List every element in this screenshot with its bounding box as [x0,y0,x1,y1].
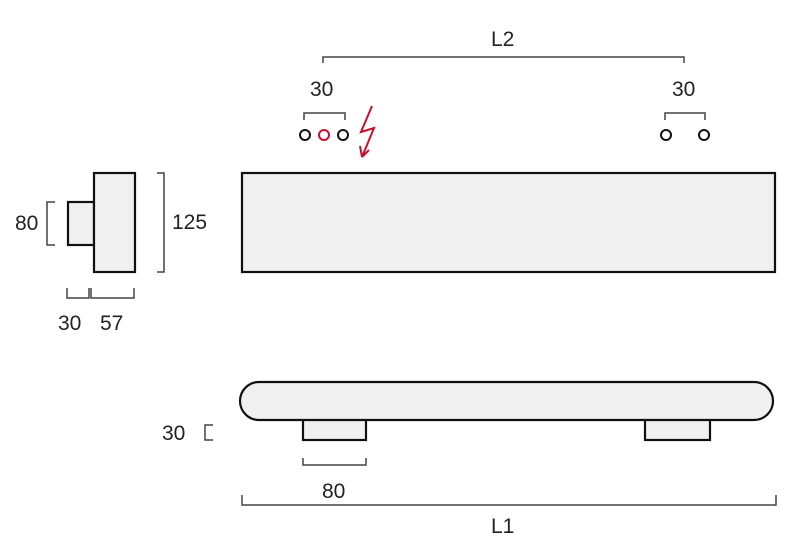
top-view-body [238,380,775,422]
right-hole-bracket [664,112,706,120]
front-view-body [240,171,777,274]
left-foot [301,416,368,442]
foot-width-bracket [302,458,367,466]
depth-brackets [66,288,135,299]
tab-depth-label: 30 [58,312,81,335]
top-view: 30 80 L1 [162,380,777,538]
tab-height-bracket [46,201,55,246]
left-hole-bracket [303,112,346,120]
mounting-hole-icon [299,129,311,141]
l2-label: L2 [491,28,514,51]
cable-hole-icon [318,129,330,141]
foot-height-bracket [204,424,213,441]
height-label: 125 [172,211,207,234]
tab-height-label: 80 [15,212,38,235]
height-bracket [157,172,165,273]
side-view-body [92,171,137,274]
electric-lightning-icon [359,105,376,158]
side-view-tab [66,200,96,247]
left-hole-label: 30 [310,78,333,101]
foot-width-label: 80 [322,480,345,503]
mounting-hole-icon [660,129,672,141]
body-depth-label: 57 [100,312,123,335]
l1-label: L1 [491,515,514,538]
l2-bracket [322,56,685,63]
foot-height-label: 30 [162,422,185,445]
right-foot [643,416,712,442]
mounting-hole-icon [698,129,710,141]
right-hole-label: 30 [672,78,695,101]
side-view: 80 125 30 57 [15,171,207,335]
front-view: L2 30 30 [240,28,777,274]
l1-bracket [241,495,777,506]
mounting-hole-icon [337,129,349,141]
